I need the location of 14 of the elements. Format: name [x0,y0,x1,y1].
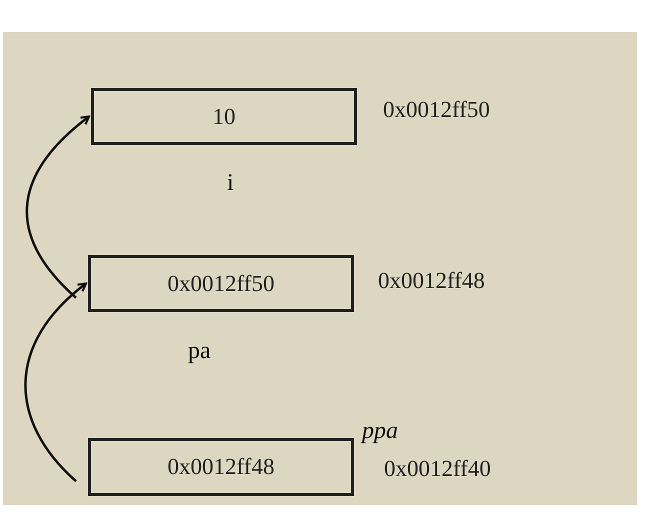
memory-cell [91,88,357,145]
cell-value: 0x0012ff48 [168,454,274,480]
cell-value: 0x0012ff50 [168,270,274,296]
address-label: 0x0012ff50 [383,97,490,123]
memory-cell [88,438,354,496]
pointer-name: ppa [362,418,398,445]
curved-arrow [26,115,90,299]
cell-value: 10 [212,104,236,130]
memory-cell [88,255,354,312]
pointer-name: pa [188,338,211,365]
address-label: 0x0012ff48 [378,268,485,294]
curved-arrow [24,282,88,482]
address-label: 0x0012ff40 [384,456,491,482]
pointer-name: i [227,170,234,197]
